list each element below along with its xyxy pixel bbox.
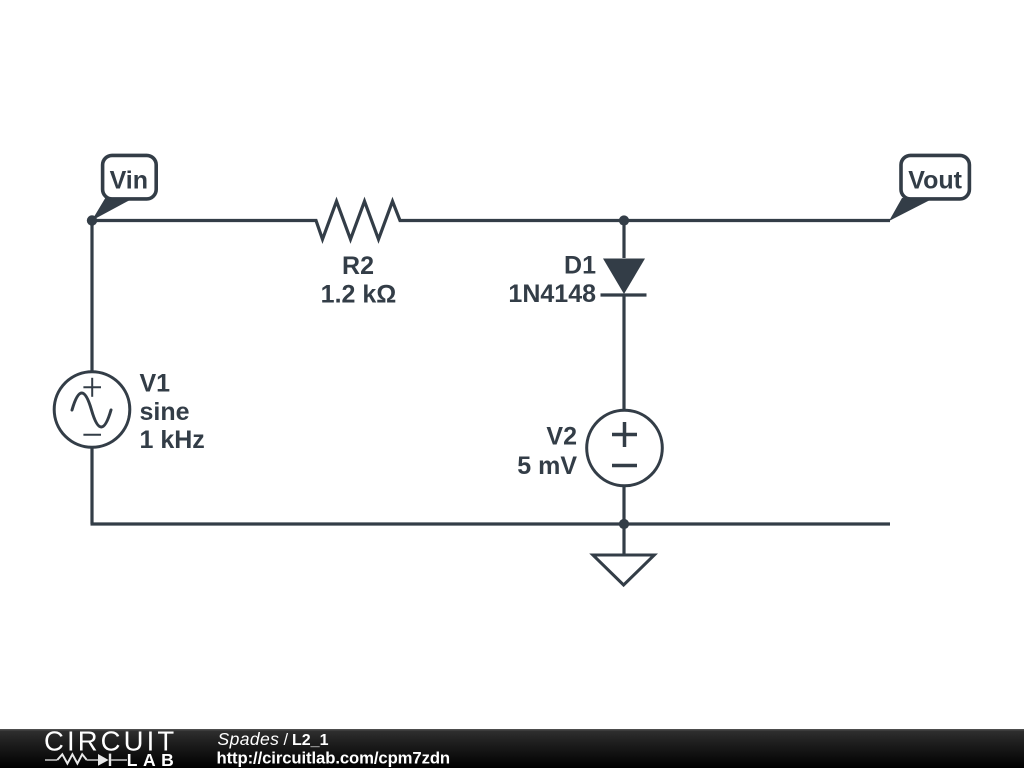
svg-text:L2_1: L2_1 [292, 732, 329, 749]
svg-text:http://circuitlab.com/cpm7zdn: http://circuitlab.com/cpm7zdn [217, 748, 451, 767]
svg-text:/: / [284, 731, 289, 749]
svg-text:1.2 kΩ: 1.2 kΩ [321, 281, 397, 309]
svg-text:Vout: Vout [908, 167, 962, 195]
svg-text:Vin: Vin [110, 167, 148, 195]
svg-text:V1: V1 [140, 370, 171, 398]
svg-text:sine: sine [140, 398, 190, 426]
svg-text:5 mV: 5 mV [517, 452, 577, 480]
svg-text:CIRCUIT: CIRCUIT [44, 726, 177, 757]
svg-text:1N4148: 1N4148 [508, 280, 596, 308]
svg-text:V2: V2 [546, 423, 577, 451]
svg-text:D1: D1 [564, 252, 596, 280]
svg-text:R2: R2 [342, 252, 374, 280]
svg-text:LAB: LAB [127, 750, 179, 768]
svg-text:Spades: Spades [218, 729, 280, 749]
svg-text:1 kHz: 1 kHz [140, 426, 205, 454]
